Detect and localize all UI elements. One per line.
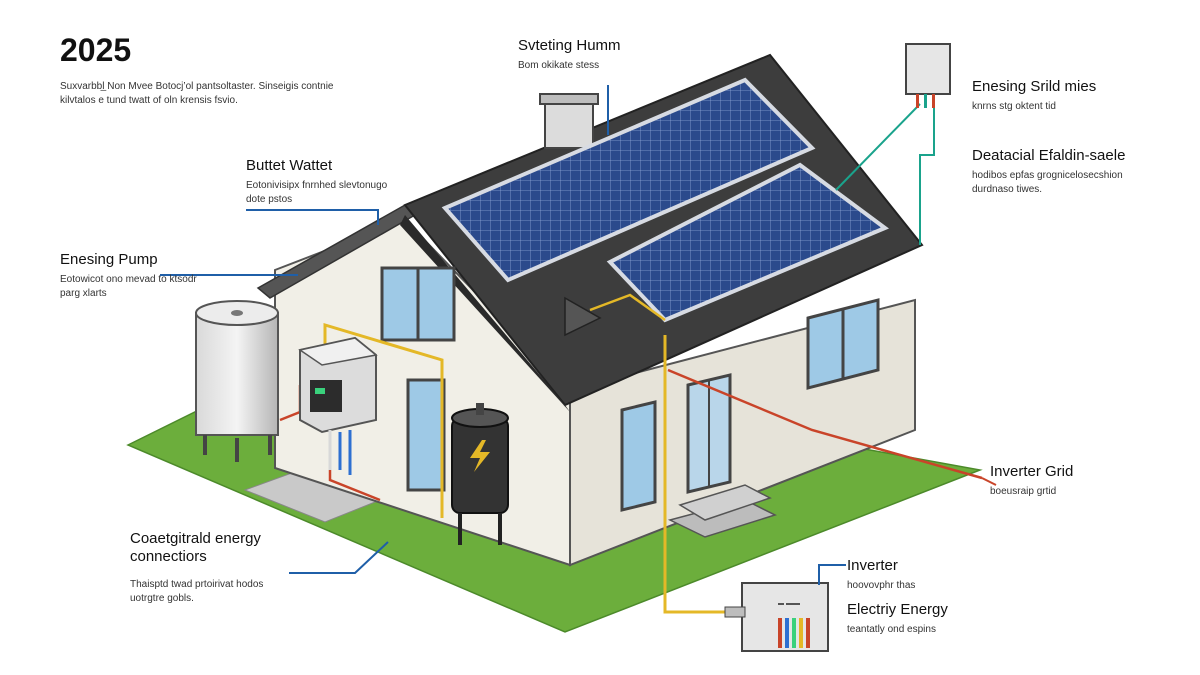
wire-teal-panel: [835, 103, 921, 191]
roof-vent: [564, 296, 602, 337]
window-gable: [380, 266, 456, 342]
label-enesing-pump: Enesing Pump Eotowicot ono mevad to ktso…: [60, 251, 210, 301]
label-sub: Bom okikate stess: [518, 60, 600, 71]
label-title: Enesing Srild mies: [972, 78, 1097, 95]
front-door: [686, 373, 732, 494]
wire-yellow-roof: [589, 293, 666, 322]
grid-meter-box: [905, 43, 951, 108]
label-electrity-energy: Electriy Energy teantatly ond espins: [847, 601, 1027, 637]
label-sub: teantatly ond espins: [847, 624, 936, 635]
wire-red-grid: [667, 368, 983, 480]
wall-inverter: [298, 336, 378, 475]
label-title: Enesing Pump: [60, 251, 158, 268]
chimney: [544, 99, 594, 149]
label-title: Svteting Humm: [518, 37, 621, 54]
bottom-inverter-box: [724, 582, 829, 652]
label-inverter: Inverter hoovovphr thas: [847, 557, 1017, 593]
label-coastgitrald: Coaetgitrald energy connectiors Thaisptd…: [130, 530, 290, 606]
lightning-icon: [470, 440, 490, 472]
label-sub: hoovovphr thas: [847, 580, 916, 591]
solar-array-bottom: [606, 162, 890, 323]
label-deatadul: Deatacial Efaldin-saele hodibos epfas gr…: [972, 147, 1167, 197]
label-title: Deatacial Efaldin-saele: [972, 147, 1126, 164]
label-energy-grid: Enesing Srild mies knrns stg oktent tid: [972, 78, 1172, 114]
leader-lines: [160, 85, 846, 585]
label-title: Electriy Energy: [847, 601, 948, 618]
intro-text: Suxvarbbl̲ Non Mvee Botocj’ol pantsoltas…: [60, 81, 334, 106]
roof-eave: [400, 215, 570, 412]
label-inverter-grid: Inverter Grid boeusraip grtid: [990, 463, 1170, 499]
leader-grid: [981, 477, 997, 486]
label-title: Inverter Grid: [990, 463, 1074, 480]
wire-teal-meter: [919, 104, 935, 245]
window-right-upper: [806, 298, 880, 390]
window-right-lower: [620, 400, 657, 512]
label-sub: knrns stg oktent tid: [972, 101, 1056, 112]
label-sub: boeusraip grtid: [990, 486, 1057, 497]
label-sub: hodibos epfas grognicelosecshion durdnas…: [972, 170, 1123, 195]
wire-yellow-right: [663, 335, 725, 614]
label-sub: Eotowicot ono mevad to ktsodr parg xlart…: [60, 274, 197, 299]
window-ground-left: [406, 378, 446, 492]
water-tank: [195, 300, 279, 462]
solar-array-top: [441, 77, 816, 283]
label-title: Coaetgitrald energy connectiors: [130, 530, 261, 565]
label-sub: Eotonivisipx fnrnhed slevtonugo dote pst…: [246, 180, 388, 205]
label-sub: Thaisptd twad prtoirivat hodos uotrgtre …: [130, 579, 264, 604]
label-title: Inverter: [847, 557, 898, 574]
page-title: 2025: [60, 32, 132, 68]
battery-tank: [451, 403, 509, 545]
label-title: Buttet Wattet: [246, 157, 333, 174]
label-skating-humm: Svteting Humm Bom okikate stess: [518, 37, 718, 73]
wire-yellow-left: [323, 322, 444, 518]
label-buttet-watet: Buttet Wattet Eotonivisipx fnrnhed slevt…: [246, 157, 396, 207]
